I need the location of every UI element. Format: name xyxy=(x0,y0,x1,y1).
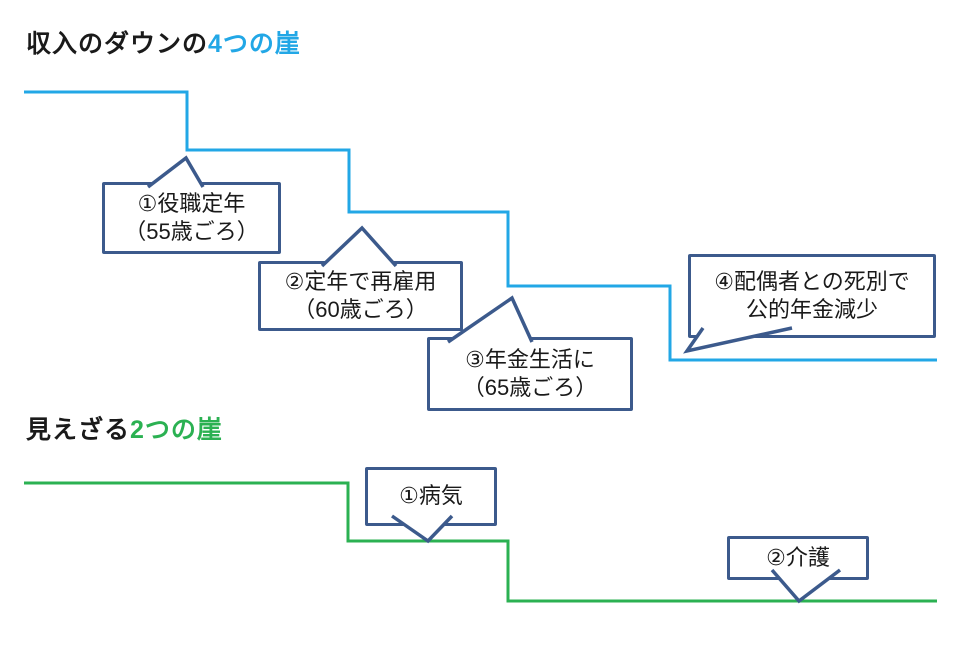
callout-haiguusha-shibetsu: ④配偶者との死別で 公的年金減少 xyxy=(688,254,936,338)
callout-line2: （65歳ごろ） xyxy=(462,375,598,400)
callout-line2: （55歳ごろ） xyxy=(124,219,259,244)
callout-line2: （60歳ごろ） xyxy=(293,297,428,322)
callout-line1: ②定年で再雇用 xyxy=(284,268,437,294)
section1-title: 収入のダウンの4つの崖 xyxy=(26,24,301,60)
callout-line1: ①病気 xyxy=(399,483,463,509)
callout-line1: ①役職定年 xyxy=(137,190,246,216)
callout-teinen-saikoyou: ②定年で再雇用 （60歳ごろ） xyxy=(258,261,463,331)
callout-line1: ②介護 xyxy=(766,544,830,570)
section1-title-accent: 4つの崖 xyxy=(208,30,301,58)
callout-line2: 公的年金減少 xyxy=(745,297,878,322)
callout-yakushoku-teinen: ①役職定年 （55歳ごろ） xyxy=(102,182,281,254)
section2-title: 見えざる2つの崖 xyxy=(26,410,223,446)
callout-line1: ③年金生活に xyxy=(465,346,595,372)
callout-byouki: ①病気 xyxy=(365,467,497,526)
callout-nenkin-seikatsu: ③年金生活に （65歳ごろ） xyxy=(427,337,633,411)
section2-title-accent: 2つの崖 xyxy=(130,416,223,444)
section1-title-black: 収入のダウンの xyxy=(26,30,209,58)
section2-title-black: 見えざる xyxy=(26,416,131,444)
callout-line1: ④配偶者との死別で xyxy=(714,268,910,294)
callout-kaigo: ②介護 xyxy=(727,536,869,580)
